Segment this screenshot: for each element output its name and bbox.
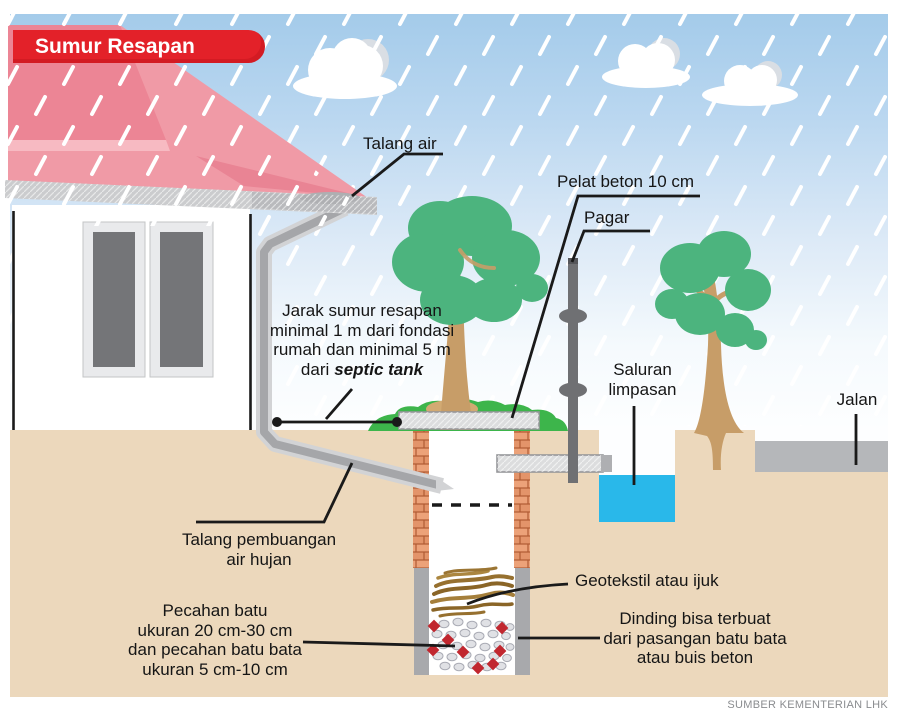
concrete-wall — [515, 568, 530, 675]
brick-wall — [514, 426, 530, 568]
road — [755, 441, 888, 472]
jarak-leader — [324, 388, 354, 420]
label-pelat-beton: Pelat beton 10 cm — [557, 172, 695, 191]
label-pecahan-batu: Pecahan batu ukuran 20 cm-30 cm dan peca… — [128, 601, 302, 680]
label-talang-air: Talang air — [363, 134, 437, 153]
label-jalan: Jalan — [836, 390, 878, 409]
tree — [655, 231, 771, 470]
distance-line — [272, 417, 402, 427]
label-jarak: Jarak sumur resapan minimal 1 m dari fon… — [269, 301, 455, 380]
tree — [392, 196, 548, 430]
brick-wall — [413, 426, 429, 568]
source-credit: SUMBER KEMENTERIAN LHK — [727, 699, 888, 711]
concrete-wall — [414, 568, 429, 675]
talang-pembuangan-leader — [196, 462, 354, 524]
label-geotekstil: Geotekstil atau ijuk — [575, 571, 719, 590]
concrete-plate-overflow — [496, 454, 612, 473]
concrete-plate-top — [398, 411, 540, 430]
downspout-pipe — [256, 200, 454, 494]
label-talang-pembuangan: Talang pembuangan air hujan — [181, 530, 337, 569]
label-dinding: Dinding bisa terbuat dari pasangan batu … — [603, 609, 787, 668]
label-saluran-limpasan: Saluran limpasan — [608, 360, 677, 399]
leader-lines — [196, 152, 858, 648]
page-title: Sumur Resapan — [35, 35, 195, 58]
window — [149, 221, 214, 378]
house — [12, 205, 252, 430]
window — [82, 221, 146, 378]
pelat-beton-leader — [510, 194, 700, 419]
geotextile-layer — [430, 566, 515, 618]
road-gap — [755, 429, 888, 441]
geotekstil-leader — [466, 582, 569, 606]
talang-air-leader — [351, 152, 443, 198]
label-pagar: Pagar — [584, 208, 630, 227]
pagar-leader — [570, 229, 650, 263]
pecahan-leader — [302, 640, 456, 648]
title-banner: Sumur Resapan — [13, 30, 265, 63]
channel-water — [599, 475, 675, 522]
